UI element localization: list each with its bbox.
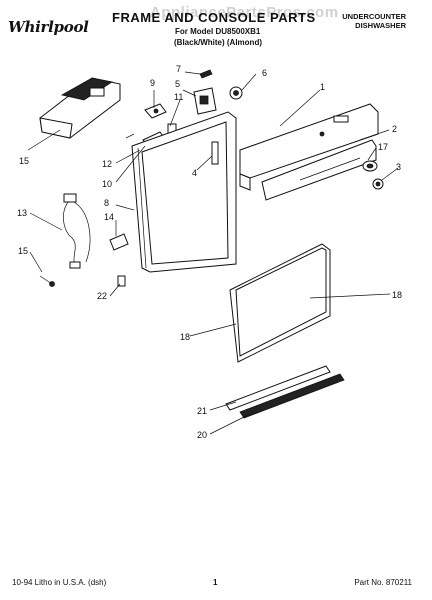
part-12-screw	[125, 133, 135, 139]
part-number: Part No. 870211	[354, 578, 412, 587]
watermark-text: AppliancePartsPros.com	[150, 4, 339, 21]
model-line: For Model DU8500XB1	[175, 27, 261, 36]
page-number: 1	[213, 578, 218, 587]
part-14-connector	[109, 233, 129, 251]
callout-9: 9	[150, 78, 155, 88]
part-5-switch	[193, 87, 217, 115]
part-21-trim	[225, 365, 331, 411]
callout-10: 10	[102, 179, 112, 189]
callout-5: 5	[175, 79, 180, 89]
part-3-dial	[372, 178, 384, 190]
callout-13: 13	[17, 208, 27, 218]
callout-21: 21	[197, 406, 207, 416]
part-8-frame	[131, 111, 237, 273]
callout-8: 8	[104, 198, 109, 208]
callout-2: 2	[392, 124, 397, 134]
part-20-bottom-trim	[239, 373, 345, 419]
callout-7: 7	[176, 64, 181, 74]
callout-18-right: 18	[392, 290, 402, 300]
litho-note: 10-94 Litho in U.S.A. (dsh)	[12, 578, 107, 587]
product-line-2: DISHWASHER	[355, 21, 406, 30]
part-7-screw	[199, 69, 213, 79]
page-title: FRAME AND CONSOLE PARTS	[112, 10, 316, 25]
callout-14: 14	[104, 212, 114, 222]
part-15-screw	[39, 275, 55, 287]
color-line: (Black/White) (Almond)	[174, 38, 262, 47]
callout-18-left: 18	[180, 332, 190, 342]
part-2-panel	[261, 139, 377, 201]
callout-3: 3	[396, 162, 401, 172]
callout-labels: 15 9 5 7 6 11 12 10 4 8 13 14 15 22 1 2 …	[17, 64, 402, 440]
callout-4: 4	[192, 168, 197, 178]
part-9-latch	[144, 103, 167, 119]
part-22-clip	[117, 275, 126, 287]
product-type: UNDERCOUNTER DISHWASHER	[342, 12, 406, 30]
lead-lines	[27, 71, 399, 435]
callout-22: 22	[97, 291, 107, 301]
callout-1: 1	[320, 82, 325, 92]
callout-11: 11	[174, 92, 183, 102]
part-16-bracket	[39, 77, 121, 139]
callout-12: 12	[102, 159, 112, 169]
part-13-harness	[63, 193, 91, 269]
part-17-knob	[362, 160, 378, 172]
callout-15: 15	[18, 246, 28, 256]
part-6-knob	[229, 86, 243, 100]
part-4-strip	[211, 141, 219, 165]
product-line-1: UNDERCOUNTER	[342, 12, 406, 21]
callout-17: 17	[378, 142, 388, 152]
callout-16: 15	[19, 156, 29, 166]
part-18-outer-panel	[229, 243, 331, 363]
callout-6: 6	[262, 68, 267, 78]
brand-logo: Whirlpool	[8, 18, 89, 36]
callout-20: 20	[197, 430, 207, 440]
